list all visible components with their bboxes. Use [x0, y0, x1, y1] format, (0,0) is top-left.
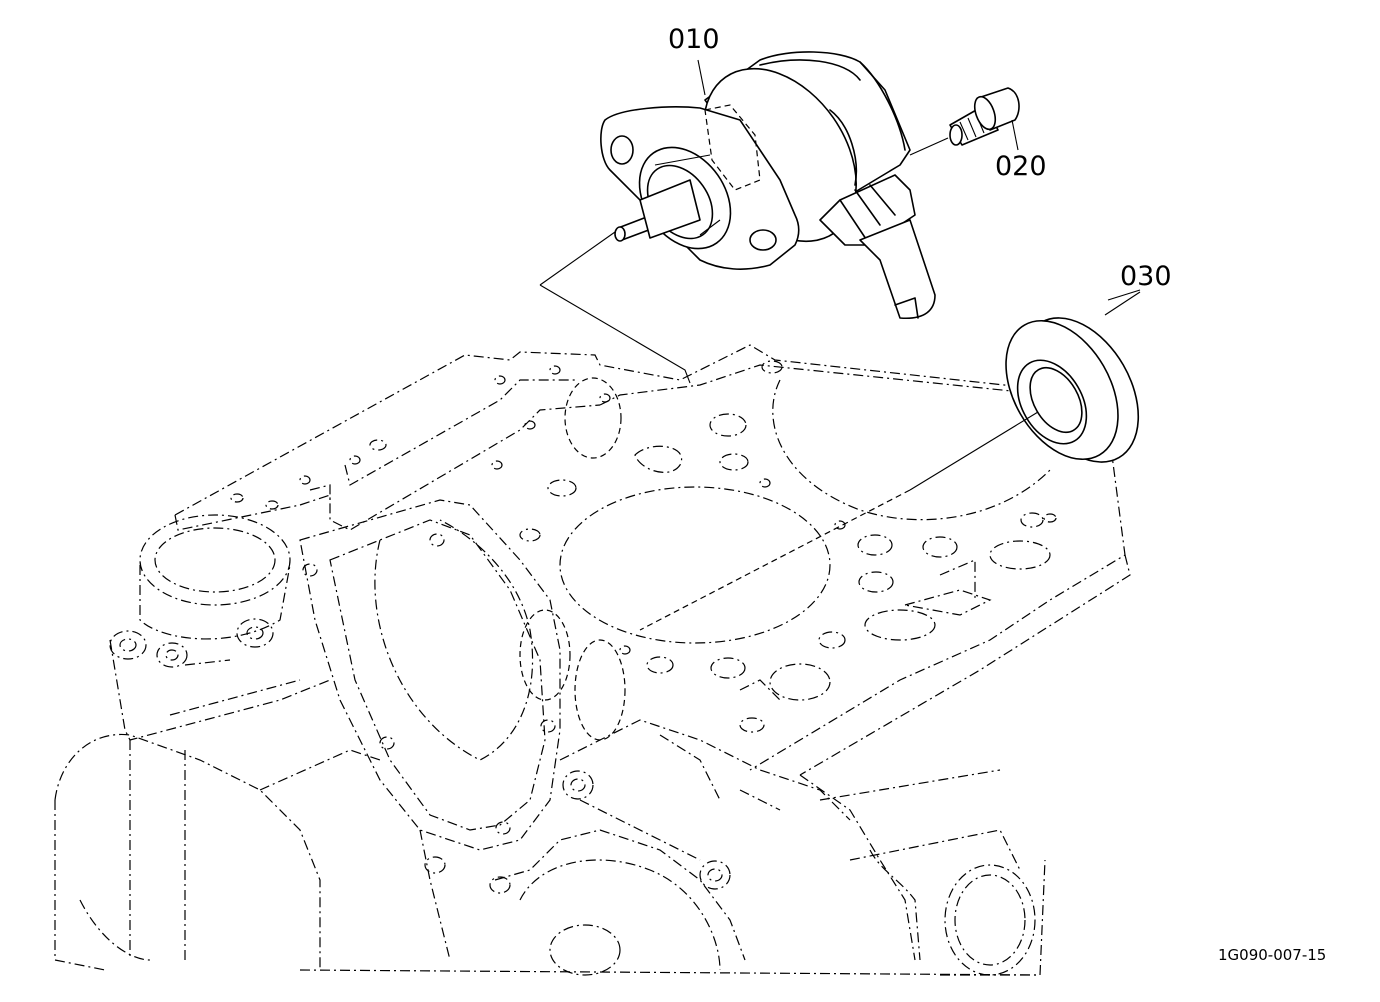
callout-030: 030 [1120, 261, 1172, 292]
engine-block-housing [54, 344, 1131, 976]
callout-010: 010 [668, 24, 720, 55]
solenoid-part [539, 51, 936, 384]
oil-seal-part [639, 289, 1141, 631]
callout-020: 020 [995, 151, 1047, 182]
drawing-code: 1G090-007-15 [1218, 946, 1326, 964]
bolt-part [909, 87, 1020, 156]
